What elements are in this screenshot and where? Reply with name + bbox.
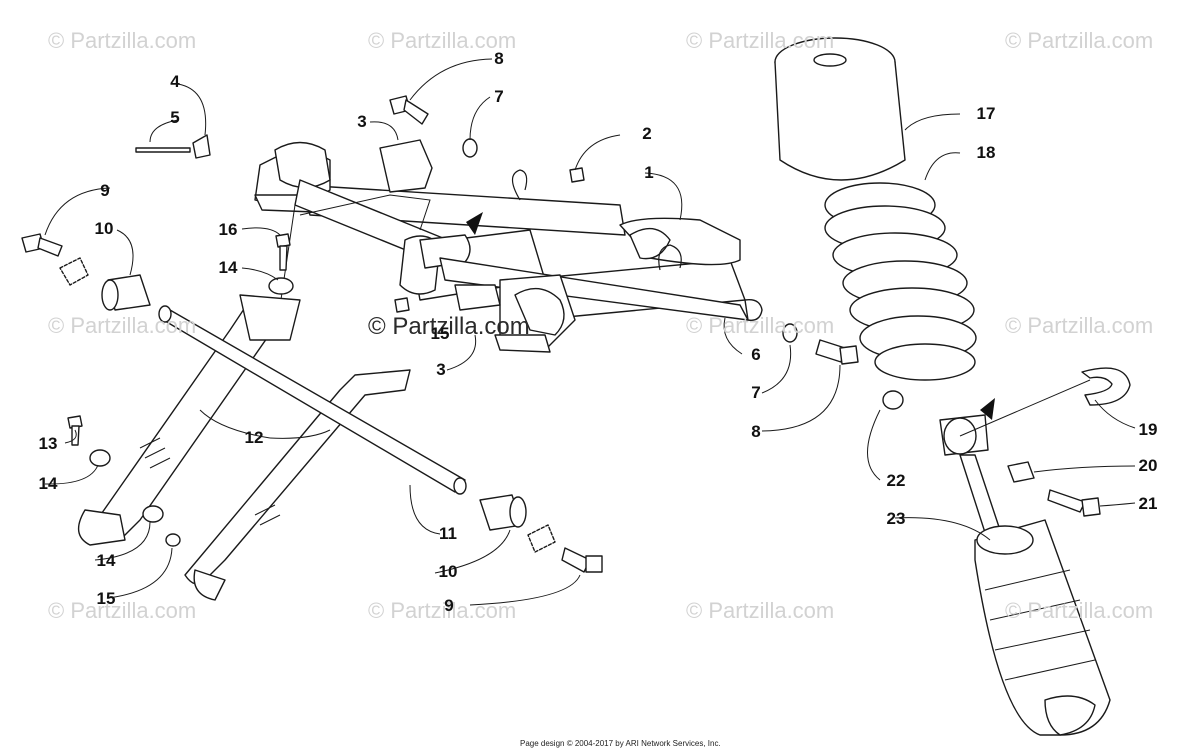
watermark: © Partzilla.com [686,313,835,338]
watermark-center: © Partzilla.com [368,313,530,340]
watermark: © Partzilla.com [1005,28,1154,53]
callout-16[interactable]: 16 [218,220,238,239]
shock-spring [824,182,977,381]
watermark: © Partzilla.com [48,598,197,623]
bolts [21,95,1101,573]
shock-boot [774,37,906,181]
callout-11[interactable]: 11 [439,524,457,543]
callout-17[interactable]: 17 [976,104,996,123]
callout-15[interactable]: 15 [430,324,450,343]
cross-tube [158,305,467,495]
callout-18[interactable]: 18 [976,143,996,162]
callout-9[interactable]: 9 [444,596,454,615]
watermark: © Partzilla.com [1005,598,1154,623]
watermark: © Partzilla.com [48,28,197,53]
callout-2[interactable]: 2 [642,124,652,143]
callout-10[interactable]: 10 [94,219,114,238]
callout-10[interactable]: 10 [438,562,458,581]
watermark: © Partzilla.com [686,28,835,53]
rear-arm-assembly [254,139,763,353]
callout-6[interactable]: 6 [751,345,761,364]
direction-markers [466,212,995,420]
washers-and-nuts [59,134,904,553]
callout-15[interactable]: 15 [96,589,116,608]
callout-12[interactable]: 12 [244,428,264,447]
callout-3[interactable]: 3 [357,112,367,131]
watermark: © Partzilla.com [48,313,197,338]
callout-4[interactable]: 4 [170,72,180,91]
watermark: © Partzilla.com [368,28,517,53]
callout-22[interactable]: 22 [886,471,906,490]
leader-lines [44,58,1136,606]
callout-14[interactable]: 14 [96,551,116,570]
callout-7[interactable]: 7 [494,87,504,106]
callout-8[interactable]: 8 [494,49,504,68]
callout-8[interactable]: 8 [751,422,761,441]
callout-20[interactable]: 20 [1138,456,1158,475]
callout-14[interactable]: 14 [218,258,238,277]
callout-13[interactable]: 13 [38,434,58,453]
callout-23[interactable]: 23 [886,509,906,528]
watermark: © Partzilla.com [686,598,835,623]
watermark: © Partzilla.com [368,598,517,623]
shock-absorber [939,367,1131,736]
callout-14[interactable]: 14 [38,474,58,493]
callout-21[interactable]: 21 [1138,494,1158,513]
page-footer: Page design © 2004-2017 by ARI Network S… [520,739,721,748]
bushings [101,274,527,531]
callout-5[interactable]: 5 [170,108,180,127]
callout-9[interactable]: 9 [100,181,110,200]
watermark: © Partzilla.com [1005,313,1154,338]
callout-7[interactable]: 7 [751,383,761,402]
callout-19[interactable]: 19 [1138,420,1158,439]
callout-3[interactable]: 3 [436,360,446,379]
callout-1[interactable]: 1 [644,163,654,182]
